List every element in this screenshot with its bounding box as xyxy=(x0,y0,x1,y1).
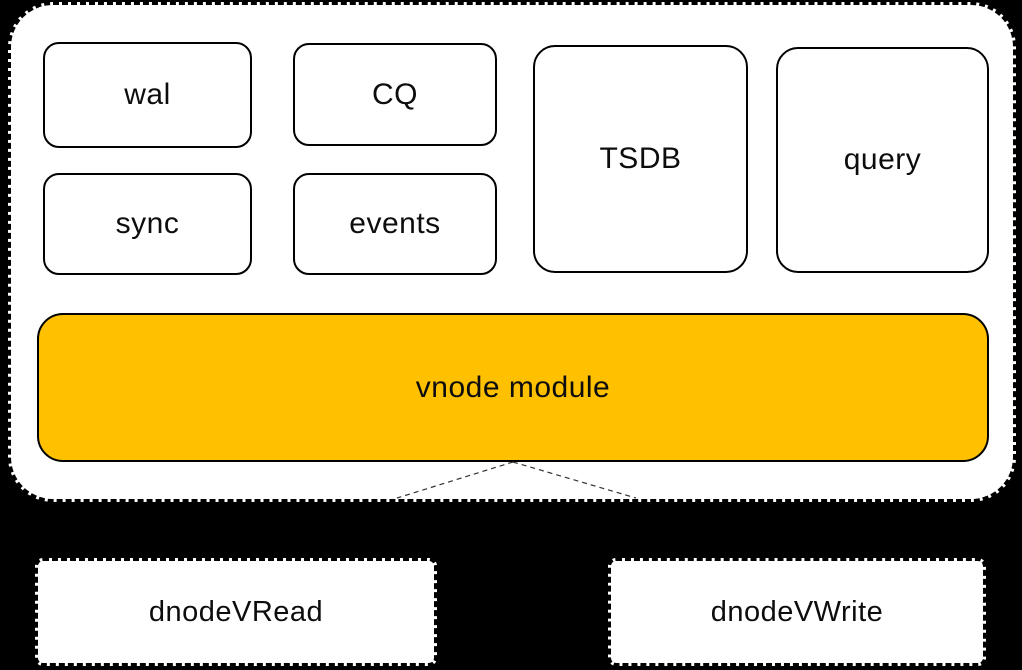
module-label-sync: sync xyxy=(115,207,180,240)
dnode-label-vwrite: dnodeVWrite xyxy=(710,595,884,628)
module-label-tsdb: TSDB xyxy=(599,142,682,175)
dnode-box-vwrite: dnodeVWrite xyxy=(608,558,986,666)
module-box-query: query xyxy=(776,47,989,273)
module-box-events: events xyxy=(293,173,497,275)
vnode-module-label: vnode module xyxy=(415,370,611,404)
module-box-wal: wal xyxy=(43,42,252,148)
module-box-sync: sync xyxy=(43,173,252,275)
dnode-box-vread: dnodeVRead xyxy=(35,558,437,666)
module-label-events: events xyxy=(349,207,441,240)
connector-line-right xyxy=(512,461,637,499)
dnode-label-vread: dnodeVRead xyxy=(148,595,324,628)
module-box-tsdb: TSDB xyxy=(533,45,748,273)
connector-line-left xyxy=(396,461,514,499)
module-label-wal: wal xyxy=(124,78,171,111)
module-box-cq: CQ xyxy=(293,43,497,146)
vnode-module-bar: vnode module xyxy=(37,313,989,462)
module-label-cq: CQ xyxy=(372,77,418,111)
module-label-query: query xyxy=(843,143,922,176)
vnode-module-container: wal CQ sync events TSDB query vnode modu… xyxy=(8,2,1016,502)
